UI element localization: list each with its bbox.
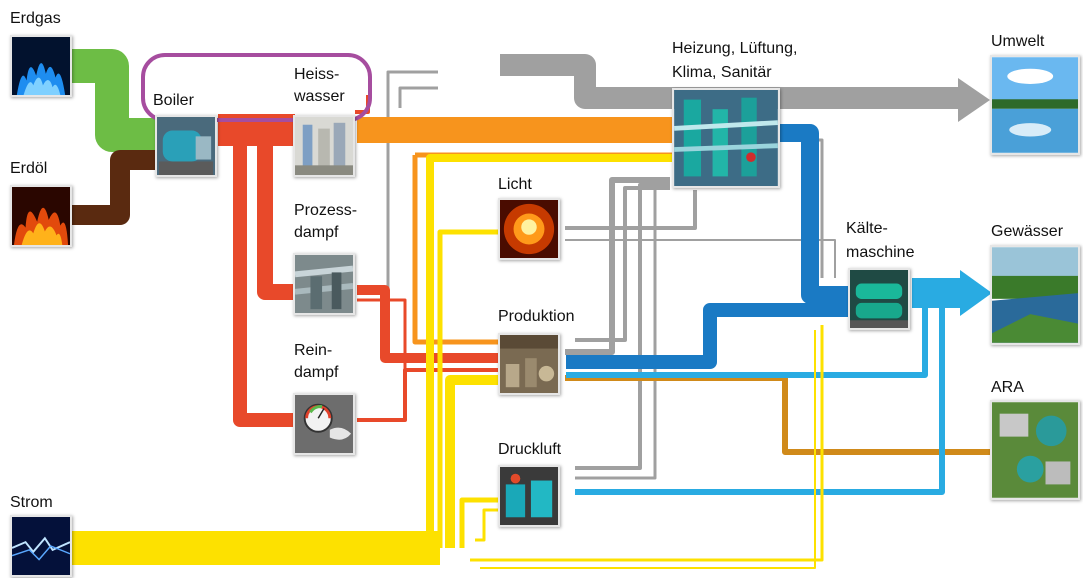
gewaesser-image bbox=[990, 245, 1080, 345]
boiler-label: Boiler bbox=[153, 92, 194, 109]
strom-to-kaelte-2 bbox=[480, 330, 816, 569]
produktion-image bbox=[498, 333, 560, 395]
erdoel-flow bbox=[72, 150, 155, 225]
hlks-to-kaelte bbox=[780, 124, 848, 304]
waste-heat-small-1 bbox=[386, 70, 438, 295]
licht-image bbox=[498, 198, 560, 260]
druckluft-image bbox=[498, 465, 560, 527]
strom-to-druckluft-2 bbox=[475, 508, 498, 542]
licht-label: Licht bbox=[498, 176, 532, 193]
heisswasser-to-produktion bbox=[412, 155, 498, 345]
umwelt-image bbox=[990, 55, 1080, 155]
waste-heat-produktion-2 bbox=[575, 186, 670, 342]
gewaesser-arrow bbox=[960, 270, 992, 316]
strom-label: Strom bbox=[10, 494, 53, 511]
hlks-label-line2: Klima, Sanitär bbox=[672, 64, 772, 81]
reindampf-label-line1: Rein- bbox=[294, 342, 333, 359]
strom-to-produktion bbox=[445, 375, 498, 548]
strom-to-licht bbox=[437, 229, 498, 548]
prozessdampf-loop bbox=[357, 298, 407, 370]
boiler-to-reindampf bbox=[233, 135, 295, 427]
strom-to-druckluft bbox=[459, 497, 498, 548]
kaelte-to-produktion bbox=[566, 303, 848, 369]
prozessdampf-image bbox=[293, 253, 355, 315]
gewaesser-label: Gewässer bbox=[991, 223, 1064, 240]
erdgas-label: Erdgas bbox=[10, 10, 61, 27]
erdoel-image bbox=[10, 185, 72, 247]
produktion-label: Produktion bbox=[498, 308, 575, 325]
heisswasser-image bbox=[293, 115, 355, 177]
prozessdampf-label-line2: dampf bbox=[294, 224, 339, 241]
waste-heat-druckluft-2 bbox=[575, 185, 657, 480]
produktion-to-ara bbox=[565, 375, 990, 455]
strom-image bbox=[10, 515, 72, 577]
hlks-label-line1: Heizung, Lüftung, bbox=[672, 40, 798, 57]
druckluft-label: Druckluft bbox=[498, 441, 562, 458]
boiler-group-outline bbox=[141, 53, 372, 122]
ara-image bbox=[990, 400, 1080, 500]
heisswasser-label-line1: Heiss- bbox=[294, 66, 340, 83]
waste-heat-produktion bbox=[565, 177, 670, 355]
kaeltemaschine-image bbox=[848, 268, 910, 330]
waste-heat-small-2 bbox=[398, 86, 438, 108]
umwelt-label: Umwelt bbox=[991, 33, 1045, 50]
druckluft-water-out bbox=[575, 300, 945, 495]
erdgas-flow bbox=[72, 49, 155, 152]
erdoel-label: Erdöl bbox=[10, 160, 48, 177]
produktion-water-out bbox=[566, 300, 928, 378]
reindampf-label-line2: dampf bbox=[294, 364, 339, 381]
reindampf-to-produktion bbox=[357, 368, 498, 422]
waste-heat-arrow bbox=[958, 78, 990, 122]
erdgas-image bbox=[10, 35, 72, 97]
boiler-image bbox=[155, 115, 217, 177]
prozessdampf-label-line1: Prozess- bbox=[294, 202, 358, 219]
ara-label: ARA bbox=[991, 379, 1024, 396]
boiler-to-prozessdampf bbox=[257, 135, 295, 300]
waste-heat-licht bbox=[565, 190, 697, 230]
reindampf-image bbox=[293, 393, 355, 455]
strom-to-kaelte bbox=[470, 325, 824, 562]
hlks-image bbox=[672, 88, 780, 188]
heisswasser-label-line2: wasser bbox=[294, 88, 345, 105]
kaeltemaschine-label-line1: Kälte- bbox=[846, 220, 888, 237]
strom-to-hlks bbox=[426, 154, 672, 548]
waste-heat-licht-cold bbox=[565, 239, 836, 278]
kaeltemaschine-label-line2: maschine bbox=[846, 244, 915, 261]
